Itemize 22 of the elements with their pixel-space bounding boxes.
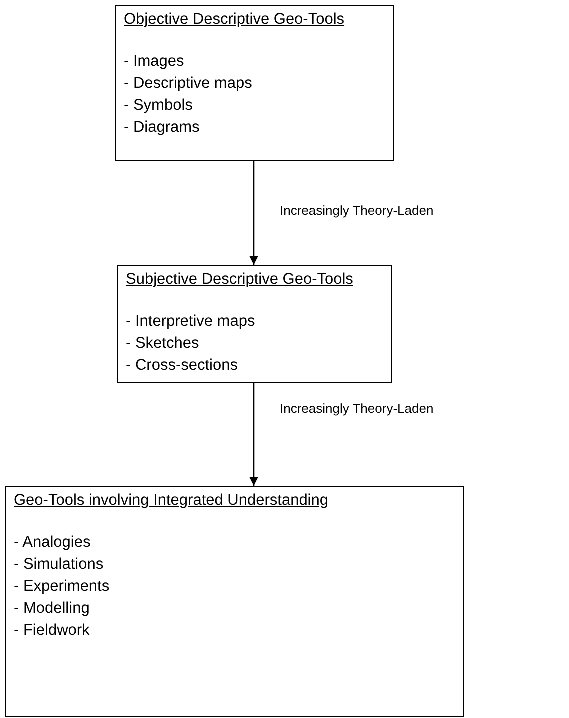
list-item: - Symbols (124, 96, 193, 116)
list-item: - Diagrams (124, 118, 200, 138)
category-box (5, 486, 464, 717)
category-box (115, 5, 394, 161)
category-box (117, 265, 392, 383)
list-item: - Simulations (14, 555, 104, 575)
list-item: - Interpretive maps (126, 312, 256, 332)
list-item: - Cross-sections (126, 356, 238, 376)
edge-label: Increasingly Theory-Laden (278, 203, 436, 218)
box-heading: Geo-Tools involving Integrated Understanding (14, 491, 328, 511)
list-item: - Analogies (14, 533, 91, 553)
list-item: - Experiments (14, 577, 110, 597)
arrow (249, 161, 259, 265)
list-item: - Sketches (126, 334, 200, 354)
arrow (249, 383, 259, 486)
list-item: - Images (124, 52, 184, 72)
list-item: - Fieldwork (14, 621, 90, 641)
box-heading: Objective Descriptive Geo-Tools (124, 10, 345, 30)
list-item: - Descriptive maps (124, 74, 252, 94)
edge-label: Increasingly Theory-Laden (278, 401, 436, 416)
list-item: - Modelling (14, 599, 90, 619)
box-heading: Subjective Descriptive Geo-Tools (126, 270, 354, 290)
